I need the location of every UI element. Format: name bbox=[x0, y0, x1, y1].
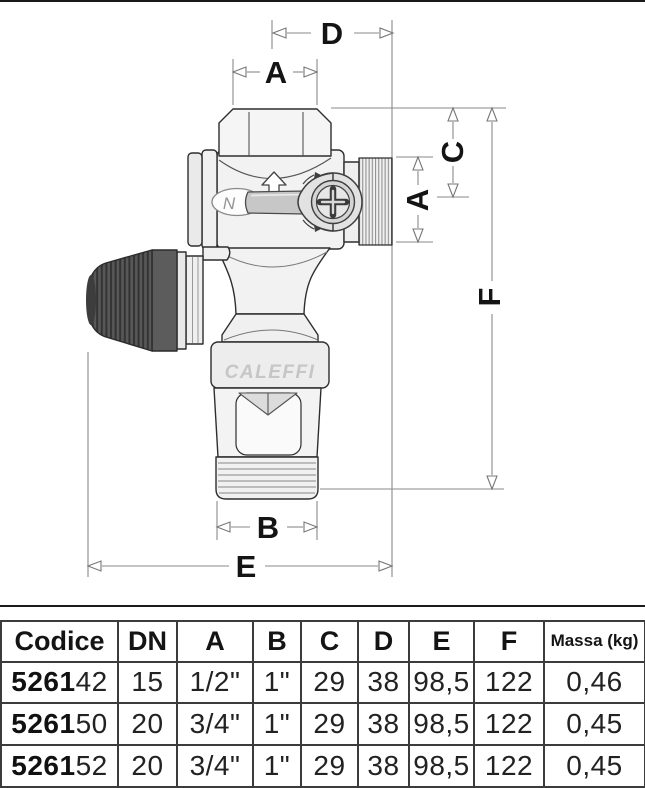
code-prefix: 5261 bbox=[11, 750, 76, 782]
table-row: 526142 15 1/2" 1" 29 38 98,5 122 0,46 bbox=[0, 660, 645, 705]
dim-label-c: C bbox=[435, 141, 470, 163]
d-cell: 38 bbox=[357, 660, 410, 705]
code-cell: 526150 bbox=[0, 702, 119, 747]
a-cell: 3/4" bbox=[176, 702, 254, 747]
dim-label-f: F bbox=[472, 288, 507, 307]
dim-label-d: D bbox=[321, 16, 343, 51]
spec-table: Codice DN A B C D E F Massa (kg) 526142 … bbox=[0, 620, 645, 788]
bottom-male-thread bbox=[215, 456, 319, 500]
valve-body bbox=[86, 108, 393, 500]
massa-cell: 0,46 bbox=[543, 660, 645, 705]
col-header-dn: DN bbox=[117, 620, 178, 663]
massa-cell: 0,45 bbox=[543, 744, 645, 788]
b-cell: 1" bbox=[252, 744, 302, 788]
col-header-a: A bbox=[176, 620, 254, 663]
left-flange-outer bbox=[187, 152, 203, 247]
code-suffix: 52 bbox=[75, 750, 108, 782]
col-header-f: F bbox=[473, 620, 545, 663]
code-cell: 526152 bbox=[0, 744, 119, 788]
brand-logo-text: CALEFFI bbox=[225, 362, 316, 383]
code-suffix: 42 bbox=[75, 666, 108, 698]
dimension-arrowheads bbox=[86, 27, 498, 572]
knob-cone bbox=[86, 249, 153, 352]
b-cell: 1" bbox=[252, 702, 302, 747]
dim-label-e: E bbox=[236, 549, 257, 584]
lever-letter: N bbox=[223, 194, 236, 213]
code-prefix: 5261 bbox=[11, 666, 76, 698]
code-cell: 526142 bbox=[0, 660, 119, 705]
e-cell: 98,5 bbox=[408, 660, 475, 705]
dn-cell: 15 bbox=[117, 660, 178, 705]
f-cell: 122 bbox=[473, 660, 545, 705]
col-header-e: E bbox=[408, 620, 475, 663]
b-cell: 1" bbox=[252, 660, 302, 705]
code-prefix: 5261 bbox=[11, 708, 76, 740]
massa-cell: 0,45 bbox=[543, 702, 645, 747]
d-cell: 38 bbox=[357, 744, 410, 788]
d-cell: 38 bbox=[357, 702, 410, 747]
knob-tip bbox=[86, 275, 96, 325]
top-rule bbox=[0, 0, 645, 2]
dimension-lines bbox=[87, 20, 506, 577]
dim-label-a-side: A bbox=[400, 189, 435, 211]
col-header-b: B bbox=[252, 620, 302, 663]
lever-stem bbox=[244, 190, 307, 215]
e-cell: 98,5 bbox=[408, 744, 475, 788]
a-cell: 3/4" bbox=[176, 744, 254, 788]
mid-rule bbox=[0, 605, 645, 607]
knob-ring-outer bbox=[176, 251, 187, 350]
table-row: 526150 20 3/4" 1" 29 38 98,5 122 0,45 bbox=[0, 702, 645, 747]
dn-cell: 20 bbox=[117, 702, 178, 747]
dim-label-b: B bbox=[257, 510, 279, 545]
c-cell: 29 bbox=[300, 744, 359, 788]
f-cell: 122 bbox=[473, 702, 545, 747]
col-header-codice: Codice bbox=[0, 620, 119, 663]
side-male-thread bbox=[358, 157, 393, 246]
knob-ring-inner bbox=[185, 255, 204, 345]
body-flare bbox=[221, 313, 319, 343]
e-cell: 98,5 bbox=[408, 702, 475, 747]
top-hex-nut bbox=[218, 108, 332, 157]
f-cell: 122 bbox=[473, 744, 545, 788]
rotate-arrow-top bbox=[302, 174, 315, 185]
body-waist bbox=[216, 247, 331, 315]
knob-collar bbox=[151, 249, 178, 352]
dn-cell: 20 bbox=[117, 744, 178, 788]
col-header-d: D bbox=[357, 620, 410, 663]
table-row: 526152 20 3/4" 1" 29 38 98,5 122 0,45 bbox=[0, 744, 645, 788]
col-header-massa: Massa (kg) bbox=[543, 620, 645, 663]
code-suffix: 50 bbox=[75, 708, 108, 740]
col-header-c: C bbox=[300, 620, 359, 663]
c-cell: 29 bbox=[300, 660, 359, 705]
dimension-labels: D A B E A C F bbox=[236, 16, 507, 584]
c-cell: 29 bbox=[300, 702, 359, 747]
spec-header-row: Codice DN A B C D E F Massa (kg) bbox=[0, 620, 645, 663]
a-cell: 1/2" bbox=[176, 660, 254, 705]
knob-bracket bbox=[202, 246, 231, 261]
rotate-arrow-bottom bbox=[302, 219, 315, 230]
dim-label-a-top: A bbox=[265, 55, 287, 90]
valve-technical-drawing: D A B E A C F bbox=[86, 16, 507, 584]
